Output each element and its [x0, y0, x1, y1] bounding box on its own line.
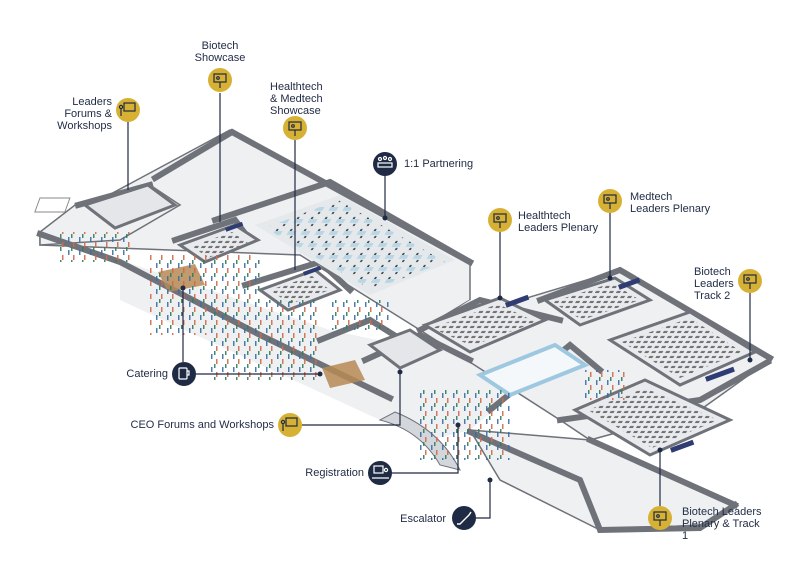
- label-biotech-track2: Biotech Leaders Track 2: [694, 266, 734, 302]
- label-ceo-forums: CEO Forums and Workshops: [130, 419, 274, 431]
- healthtech-plenary-badge: [488, 208, 512, 232]
- registration-desk-icon: [372, 465, 389, 479]
- leader-line-registration: [368, 425, 459, 474]
- presentation-board-icon: [213, 73, 227, 88]
- presenter-icon: [280, 417, 298, 431]
- label-biotech-showcase: Biotech Showcase: [194, 40, 246, 64]
- label-registration: Registration: [305, 467, 364, 479]
- healthtech-showcase-badge: [283, 116, 307, 140]
- leader-line-ceo-forums: [302, 372, 401, 426]
- escalator-badge: [452, 506, 476, 530]
- coffee-cup-icon: [178, 367, 190, 380]
- leaders-forums-room: [81, 183, 179, 230]
- floor-plan: [34, 128, 775, 534]
- catering-badge: [172, 362, 196, 386]
- presentation-board-icon: [603, 194, 617, 209]
- label-escalator: Escalator: [400, 513, 446, 525]
- label-catering: Catering: [126, 368, 168, 380]
- biotech-plenary-badge: [648, 506, 672, 530]
- label-biotech-plenary-track1: Biotech Leaders Plenary & Track 1: [682, 506, 762, 542]
- escalator-icon: [457, 511, 472, 525]
- glass-foyer: [475, 342, 590, 398]
- label-healthtech-showcase: Healthtech & Medtech Showcase: [270, 81, 323, 117]
- partnering-badge: [373, 152, 397, 176]
- presentation-board-icon: [653, 511, 667, 526]
- presenter-icon: [118, 102, 136, 116]
- meeting-table-icon: [377, 155, 393, 168]
- ceo-forums-room: [366, 328, 444, 370]
- leaders-forums-badge: [116, 98, 140, 122]
- leader-lines: [127, 93, 751, 519]
- registration-badge: [368, 461, 392, 485]
- presentation-board-icon: [493, 213, 507, 228]
- ceo-forums-badge: [278, 413, 302, 437]
- presentation-board-icon: [743, 274, 757, 289]
- leader-dots: [180, 215, 753, 483]
- attendees: [60, 232, 625, 460]
- biotech-showcase-badge: [208, 68, 232, 92]
- leader-line-escalator: [476, 480, 491, 519]
- label-leaders-forums: Leaders Forums & Workshops: [57, 96, 112, 132]
- medtech-plenary-badge: [598, 189, 622, 213]
- biotech-track2-badge: [738, 269, 762, 293]
- catering-area-2: [322, 360, 365, 388]
- label-healthtech-plenary: Healthtech Leaders Plenary: [518, 210, 599, 234]
- label-medtech-plenary: Medtech Leaders Plenary: [630, 191, 711, 215]
- label-partnering: 1:1 Partnering: [404, 158, 474, 170]
- presentation-board-icon: [288, 121, 302, 136]
